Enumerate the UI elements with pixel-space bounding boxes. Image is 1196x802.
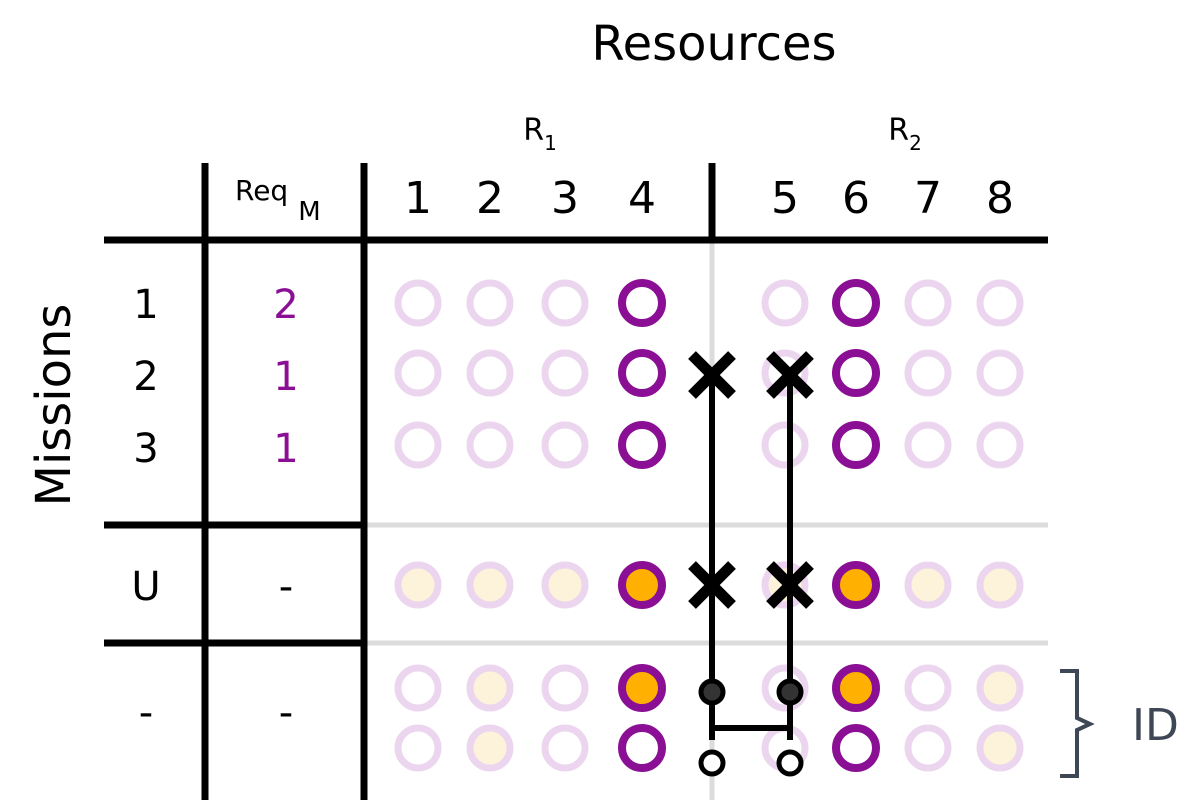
mission-row-label: 1 bbox=[133, 282, 158, 328]
mission-row-label: U bbox=[131, 564, 160, 610]
resource-cell-available bbox=[394, 561, 442, 609]
resource-cell-allocated bbox=[618, 724, 666, 772]
resource-cell-available bbox=[976, 561, 1024, 609]
resource-cell-available bbox=[466, 724, 514, 772]
resource-cell-allocated bbox=[832, 724, 880, 772]
resource-cell-available bbox=[394, 279, 442, 327]
resource-cell-allocated bbox=[618, 664, 666, 712]
connector-dot-right-open bbox=[776, 749, 804, 777]
exclusion-cross bbox=[688, 351, 736, 399]
group-label-r2-sub: 2 bbox=[909, 131, 922, 155]
resource-cell-available bbox=[904, 421, 952, 469]
resource-cell-available bbox=[976, 664, 1024, 712]
connector-dot-right-filled bbox=[776, 678, 804, 706]
resource-cell-allocated bbox=[832, 421, 880, 469]
connector-dot-left-filled bbox=[698, 678, 726, 706]
resource-cell-available bbox=[904, 349, 952, 397]
resource-cell-allocated bbox=[832, 664, 880, 712]
resource-cells bbox=[394, 279, 1024, 772]
resource-cell-allocated bbox=[832, 561, 880, 609]
resource-cell-available bbox=[466, 279, 514, 327]
resource-cell-available bbox=[541, 724, 589, 772]
resource-cell-available bbox=[541, 279, 589, 327]
resource-cell-available bbox=[466, 349, 514, 397]
diagram-title: Resources bbox=[591, 16, 836, 72]
resource-cell-available bbox=[394, 421, 442, 469]
resource-cell-available bbox=[904, 664, 952, 712]
resource-column-header: 3 bbox=[551, 173, 579, 224]
req-value: 1 bbox=[273, 354, 298, 400]
resource-column-header: 2 bbox=[476, 173, 504, 224]
req-header-sub: M bbox=[298, 197, 320, 227]
resource-cell-available bbox=[761, 279, 809, 327]
resource-cell-allocated bbox=[832, 349, 880, 397]
id-label: ID bbox=[1132, 700, 1179, 751]
exclusion-cross bbox=[688, 561, 736, 609]
resource-cell-available bbox=[904, 561, 952, 609]
resource-column-header: 6 bbox=[842, 173, 870, 224]
req-header: ReqM bbox=[235, 174, 321, 227]
mission-row-label: - bbox=[139, 690, 153, 736]
group-label-r1: R1 bbox=[523, 113, 557, 155]
resource-cell-available bbox=[394, 664, 442, 712]
req-value: 2 bbox=[273, 282, 298, 328]
resource-cell-allocated bbox=[618, 561, 666, 609]
resource-cell-available bbox=[466, 421, 514, 469]
mission-row-label: 3 bbox=[133, 426, 158, 472]
exclusion-cross bbox=[766, 351, 814, 399]
req-header-main: Req bbox=[235, 174, 288, 207]
exclusion-crosses bbox=[688, 351, 814, 609]
resource-column-header: 1 bbox=[404, 173, 432, 224]
resource-cell-available bbox=[976, 421, 1024, 469]
resource-cell-available bbox=[761, 664, 809, 712]
mission-row-labels: 1 2 3U - bbox=[131, 282, 160, 736]
resource-cell-available bbox=[541, 664, 589, 712]
resource-column-header: 8 bbox=[986, 173, 1014, 224]
req-values: 2 1 1 - - bbox=[273, 282, 298, 736]
group-label-r1-sub: 1 bbox=[544, 131, 557, 155]
resource-column-header: 5 bbox=[771, 173, 799, 224]
resource-cell-available bbox=[394, 349, 442, 397]
resource-cell-allocated bbox=[618, 421, 666, 469]
resource-cell-available bbox=[976, 349, 1024, 397]
resource-cell-available bbox=[904, 724, 952, 772]
exclusion-cross bbox=[766, 561, 814, 609]
connector-dot-left-open bbox=[698, 749, 726, 777]
resource-column-header: 4 bbox=[628, 173, 656, 224]
mission-row-label: 2 bbox=[133, 354, 158, 400]
resource-cell-available bbox=[976, 279, 1024, 327]
req-value: - bbox=[279, 564, 293, 610]
req-value: 1 bbox=[273, 426, 298, 472]
group-label-r2-base: R bbox=[888, 113, 909, 148]
resource-cell-available bbox=[541, 561, 589, 609]
resource-cell-allocated bbox=[618, 349, 666, 397]
resource-cell-available bbox=[541, 421, 589, 469]
resource-cell-available bbox=[761, 349, 809, 397]
resource-cell-available bbox=[761, 421, 809, 469]
id-bracket bbox=[1060, 669, 1095, 778]
group-label-r2: R2 bbox=[888, 113, 922, 155]
resource-cell-available bbox=[904, 279, 952, 327]
resource-cell-allocated bbox=[832, 279, 880, 327]
missions-label: Missions bbox=[26, 304, 82, 507]
resource-cell-allocated bbox=[618, 279, 666, 327]
group-label-r1-base: R bbox=[523, 113, 544, 148]
resource-cell-available bbox=[976, 724, 1024, 772]
resource-column-header: 7 bbox=[914, 173, 942, 224]
resource-cell-available bbox=[466, 561, 514, 609]
req-value: - bbox=[279, 690, 293, 736]
resource-cell-available bbox=[541, 349, 589, 397]
resource-cell-available bbox=[394, 724, 442, 772]
resource-cell-available bbox=[466, 664, 514, 712]
